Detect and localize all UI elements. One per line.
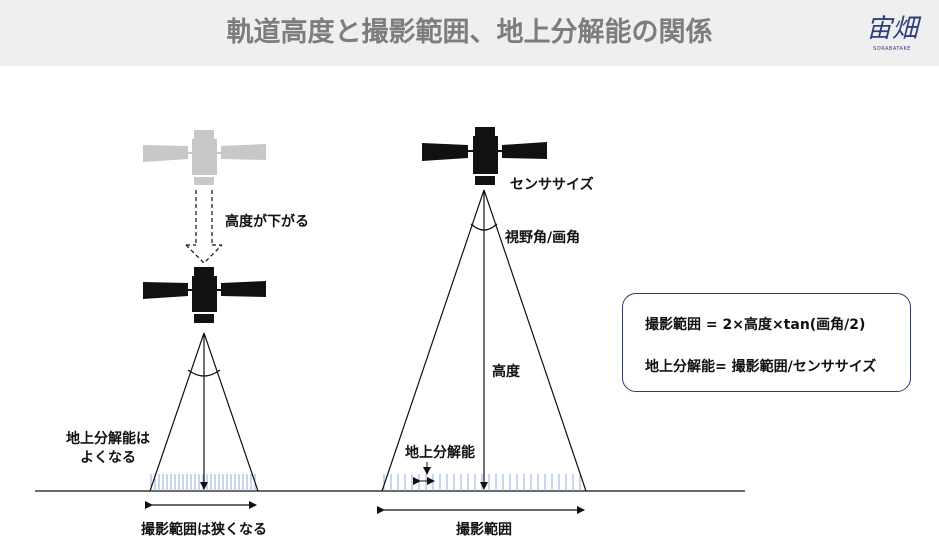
right-range-label: 撮影範囲 [456,522,512,538]
right-view-cone [381,189,587,492]
left-resolution-label-line2: よくなる [80,450,136,466]
left-resolution-label-line1: 地上分解能は [66,431,150,447]
formula-box: 撮影範囲 = 2×高度×tan(画角/2) 地上分解能= 撮影範囲/センササイズ [622,293,911,392]
faded-satellite-icon [143,130,266,185]
altitude-down-arrow [185,190,223,264]
logo-subtext: SORABATAKE [873,46,911,52]
sensor-size-label: センササイズ [510,177,594,193]
left-ground-ticks [150,474,256,491]
sorabatake-logo: 宙畑 SORABATAKE [866,12,918,58]
left-satellite-icon [143,267,266,323]
right-ground-ticks [383,474,581,491]
altitude-label: 高度 [492,364,520,380]
altitude-down-label: 高度が下がる [225,214,309,230]
logo-text: 宙畑 [866,14,919,44]
range-formula: 撮影範囲 = 2×高度×tan(画角/2) [645,317,866,333]
fov-label: 視野角/画角 [505,230,581,246]
resolution-pixel-indicator [413,462,435,485]
right-satellite-icon [422,127,547,185]
resolution-formula: 地上分解能= 撮影範囲/センササイズ [645,359,877,375]
left-range-label: 撮影範囲は狭くなる [141,522,267,538]
left-view-cone [149,332,259,492]
right-resolution-label: 地上分解能 [405,445,475,461]
header-bar [0,0,939,66]
page-title: 軌道高度と撮影範囲、地上分解能の関係 [226,17,713,48]
